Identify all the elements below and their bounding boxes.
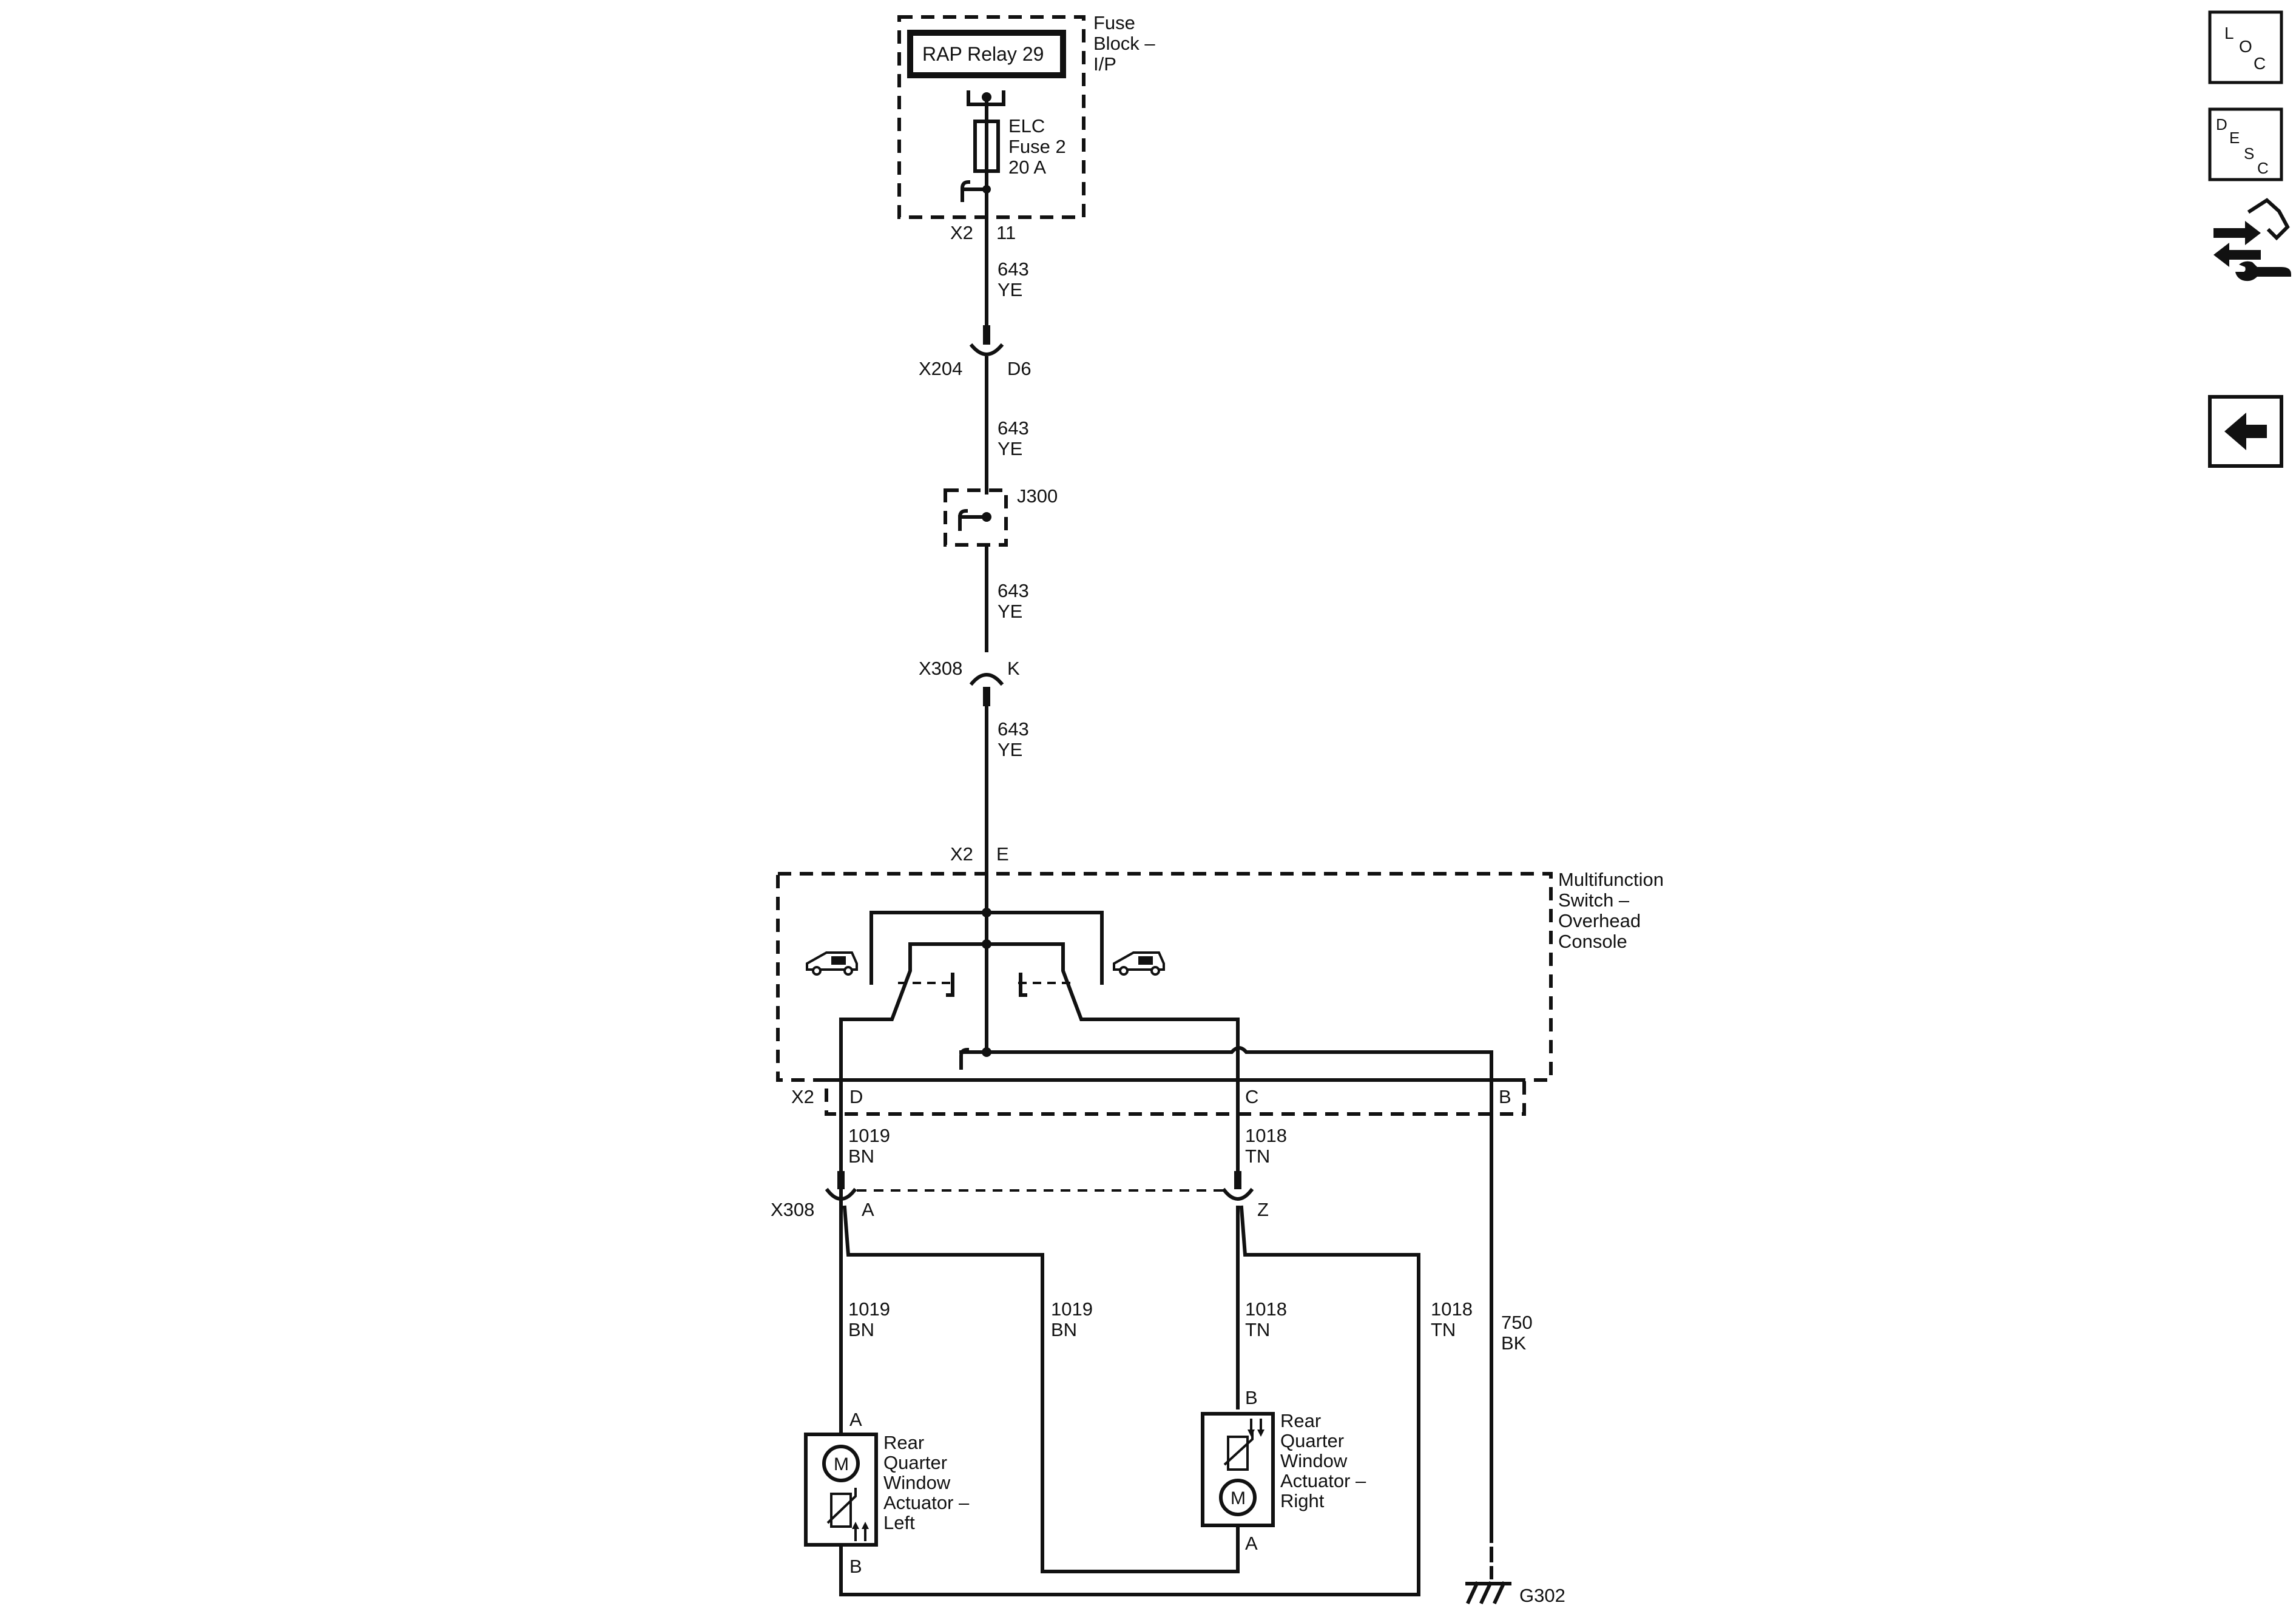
actuator-right-label: Rear Quarter Window Actuator – Right <box>1280 1410 1371 1511</box>
wire-643: 643 YE X204 D6 643 YE J300 643 YE X308 K… <box>919 217 1058 914</box>
x308-lower-pin-a: A <box>862 1199 874 1220</box>
x204-pin <box>983 325 990 345</box>
right-switch-blade <box>1061 942 1240 1045</box>
wire-1019-label-1: 1019 BN <box>848 1125 896 1167</box>
desc-letter-s: S <box>2244 144 2254 163</box>
rap-relay-label: RAP Relay 29 <box>922 43 1044 65</box>
x308-lower-label: X308 <box>771 1199 814 1220</box>
wire-1018-label-1: 1018 TN <box>1245 1125 1292 1167</box>
actuator-right-pin-top: B <box>1245 1387 1258 1408</box>
actuator-left-pin-top: A <box>849 1409 862 1430</box>
wire-643-label-2: 643 YE <box>998 417 1034 459</box>
actuator-left-motor-label: M <box>834 1454 849 1474</box>
window-down-icon <box>806 951 858 976</box>
loc-letter-o: O <box>2239 37 2252 56</box>
multifunction-switch-label: Multifunction Switch – Overhead Console <box>1558 869 1669 952</box>
rear-quarter-window-actuator-right: B M Rear Quarter Window Actuator – Right… <box>1201 1387 1371 1554</box>
switch-pin-c: C <box>1245 1086 1258 1107</box>
desc-letter-e: E <box>2229 129 2240 147</box>
switch-output-connector-label: X2 <box>791 1086 814 1107</box>
x204-connector <box>969 343 1004 356</box>
fuse-block-connector: X2 <box>950 222 973 243</box>
fuse-block-boundary <box>897 15 1086 219</box>
desc-letter-d: D <box>2216 115 2227 133</box>
x308-lower-connector-z <box>1221 1187 1254 1201</box>
x204-label: X204 <box>919 358 962 379</box>
actuator-left-pin-bottom: B <box>849 1556 862 1577</box>
back-arrow-icon <box>2224 413 2267 450</box>
wire-643-label-4: 643 YE <box>998 718 1034 760</box>
x308-lower-connector-a <box>825 1187 857 1201</box>
switch-pin-d: D <box>849 1086 863 1107</box>
j300-label: J300 <box>1017 485 1058 507</box>
loc-button[interactable]: L O C <box>2208 10 2283 84</box>
wire-750-label: 750 BK <box>1501 1312 1538 1354</box>
loc-letter-l: L <box>2224 24 2234 42</box>
x204-pin-label: D6 <box>1007 358 1032 379</box>
wire-643-label-3: 643 YE <box>998 580 1034 622</box>
actuator-right-motor-label: M <box>1231 1488 1246 1508</box>
x308-upper-pin-label: K <box>1007 658 1020 679</box>
ground-icon <box>1465 1581 1511 1604</box>
wire-1019-label-2: 1019 BN <box>848 1298 896 1340</box>
left-switch-blade <box>839 942 912 1596</box>
connector-repair-icon[interactable] <box>2213 198 2291 282</box>
ground-g302: G302 <box>1465 1527 1565 1606</box>
wire-643-label-1: 643 YE <box>998 258 1034 300</box>
j300-splice-box <box>944 488 1008 547</box>
relay-node <box>982 92 991 102</box>
actuator-right-pin-bottom: A <box>1245 1533 1258 1554</box>
rap-relay-box <box>907 30 1066 78</box>
fuse-block-pin: 11 <box>996 222 1016 243</box>
elc-fuse-label: ELC Fuse 2 20 A <box>1008 115 1071 178</box>
loc-letter-c: C <box>2254 54 2266 73</box>
multifunction-switch-boundary <box>776 872 1553 1082</box>
wire-1019-label-3: 1019 BN <box>1051 1298 1098 1340</box>
fuse-block-label: Fuse Block – I/P <box>1093 12 1160 75</box>
actuator-right-motor <box>1219 1479 1257 1516</box>
rear-quarter-window-actuator-left: A M Rear Quarter Window Actuator – Left … <box>804 1409 974 1577</box>
fuse-block: RAP Relay 29 Fuse Block – I/P ELC Fuse 2… <box>897 12 1160 243</box>
lower-wiring: 1019 BN 1018 TN X308 A Z 1019 BN 1019 BN <box>771 1125 1538 1596</box>
x308-upper-connector <box>969 673 1004 686</box>
desc-letter-c: C <box>2257 159 2269 177</box>
ground-label: G302 <box>1519 1585 1565 1606</box>
wire-1018-label-2: 1018 TN <box>1245 1298 1292 1340</box>
desc-button[interactable]: D E S C <box>2208 107 2283 181</box>
x308-upper-label: X308 <box>919 658 962 679</box>
wire-1018-label-3: 1018 TN <box>1431 1298 1478 1340</box>
back-button[interactable] <box>2208 395 2283 468</box>
window-up-icon <box>1113 951 1165 976</box>
switch-pin-b: B <box>1499 1086 1511 1107</box>
actuator-left-motor <box>822 1445 860 1482</box>
x308-lower-pin-z: Z <box>1257 1199 1269 1220</box>
switch-input-pin: E <box>996 843 1009 865</box>
switch-input-connector: X2 <box>950 843 973 865</box>
switch-output-connector: X2 D C B <box>791 1078 1526 1116</box>
actuator-left-label: Rear Quarter Window Actuator – Left <box>883 1432 974 1533</box>
